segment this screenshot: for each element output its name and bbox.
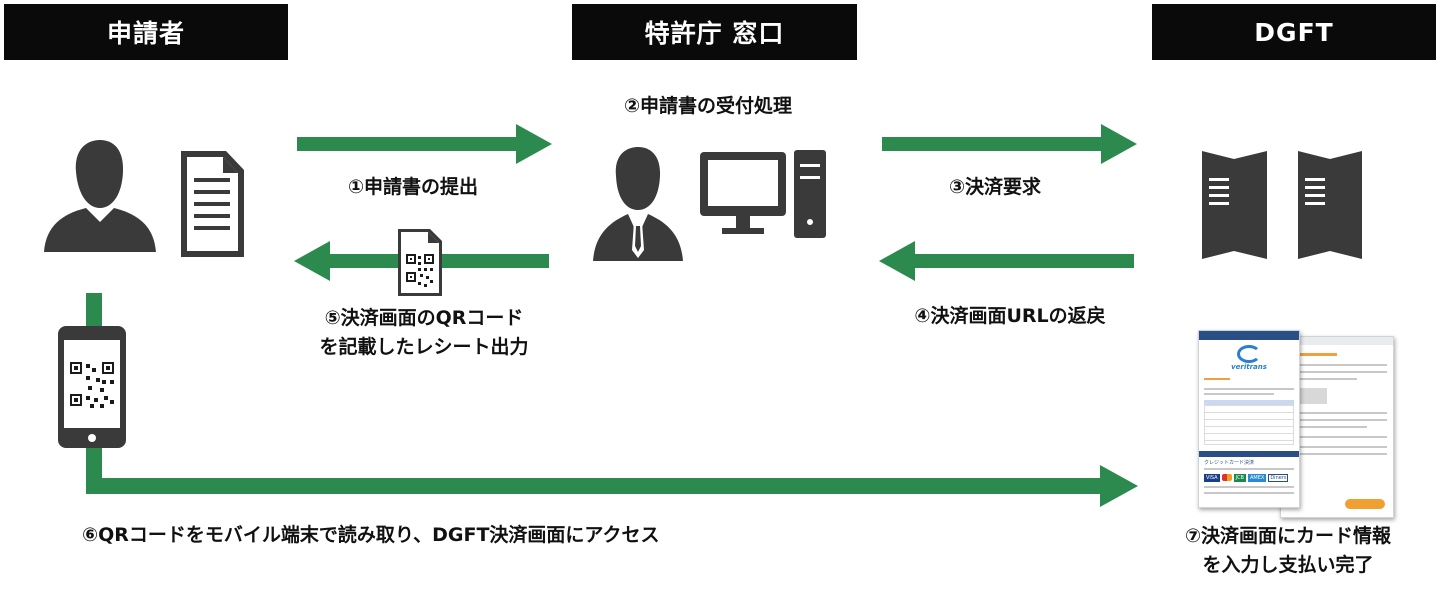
document-icon (181, 151, 244, 257)
visa-icon: VISA (1204, 474, 1220, 482)
step-7-label: ⑦決済画面にカード情報 を入力し支払い完了 (1148, 522, 1428, 580)
step-2-label: ②申請書の受付処理 (598, 92, 818, 121)
arrow-payment-request (882, 124, 1137, 164)
step-4-label: ④決済画面URLの返戻 (880, 302, 1140, 331)
applicant-person-icon (44, 140, 156, 252)
veritrans-logo: veritrans (1231, 363, 1267, 371)
mobile-phone-icon (58, 326, 126, 448)
step-6-label: ⑥QRコードをモバイル端末で読み取り、DGFT決済画面にアクセス (82, 521, 782, 550)
step-5-label: ⑤決済画面のQRコード を記載したレシート出力 (292, 304, 556, 362)
arrow-url-return (879, 241, 1134, 281)
jcb-icon: JCB (1234, 474, 1246, 482)
step-7-line-2: を入力し支払い完了 (1148, 551, 1428, 580)
computer-icon (700, 150, 826, 238)
server-icon (1202, 151, 1267, 259)
arrow-submit (297, 124, 552, 164)
clerk-person-icon (593, 147, 683, 261)
payment-screen-front: veritrans クレジットカード決済 VISA JCB AMEX Diner… (1198, 330, 1300, 508)
card-section-title: クレジットカード決済 (1204, 459, 1294, 466)
step-7-line-1: ⑦決済画面にカード情報 (1148, 522, 1428, 551)
step-5-line-1: ⑤決済画面のQRコード (292, 304, 556, 333)
server-icon (1298, 151, 1362, 259)
step-5-line-2: を記載したレシート出力 (292, 333, 556, 362)
step-3-label: ③決済要求 (920, 173, 1070, 202)
amex-icon: AMEX (1248, 474, 1266, 482)
receipt-qr-icon (398, 229, 442, 296)
diners-icon: Diners (1268, 474, 1288, 482)
step-1-label: ①申請書の提出 (318, 173, 508, 202)
mastercard-icon (1222, 474, 1232, 481)
